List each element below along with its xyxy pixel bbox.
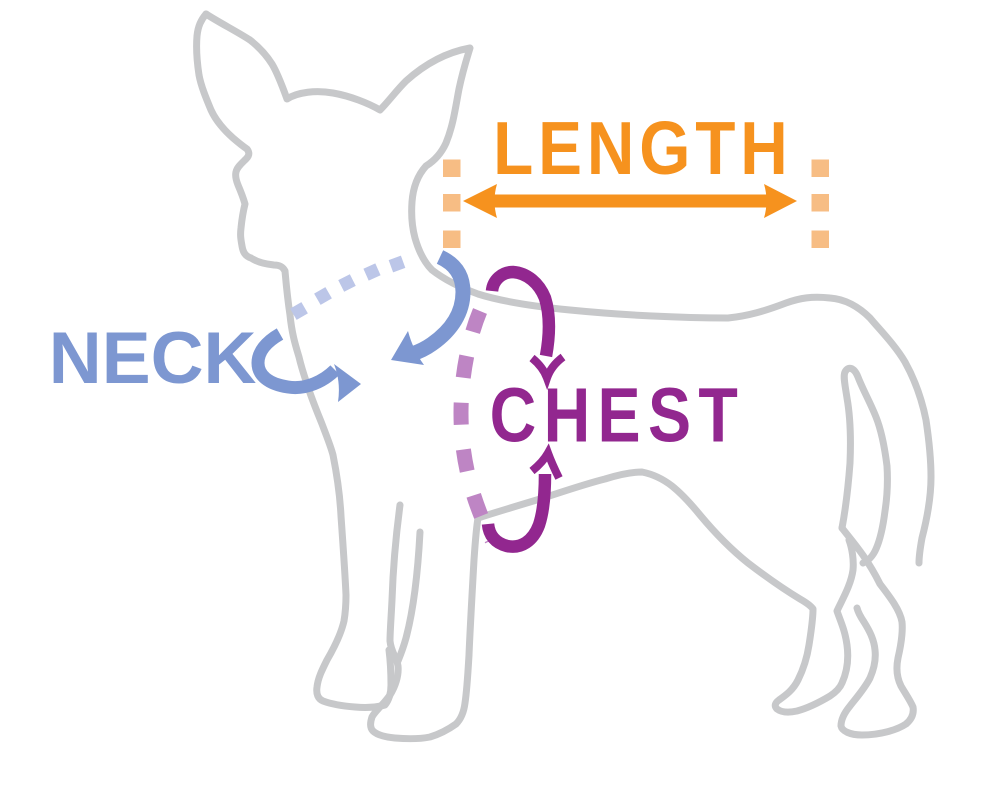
svg-text:LENGTH: LENGTH — [493, 107, 793, 191]
svg-text:CHEST: CHEST — [490, 372, 746, 459]
svg-text:NECK: NECK — [49, 317, 257, 399]
